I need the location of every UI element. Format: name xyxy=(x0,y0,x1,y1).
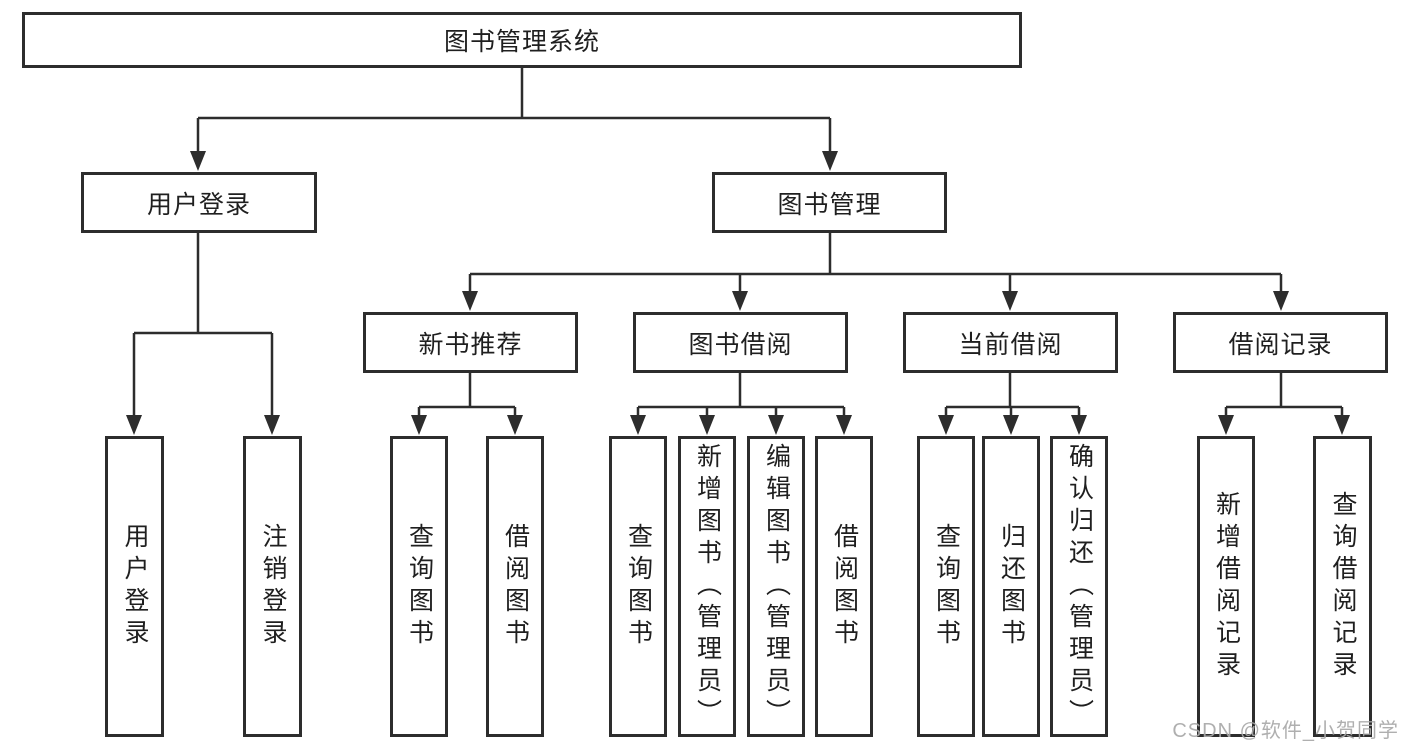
leaf-query-books-current: 查询图书 xyxy=(917,436,975,737)
node-borrowing-records: 借阅记录 xyxy=(1173,312,1388,373)
connector-trunks xyxy=(134,68,1342,409)
leaf-confirm-return-admin: 确认归还（管理员） xyxy=(1050,436,1108,737)
leaf-query-books-recommend: 查询图书 xyxy=(390,436,448,737)
leaf-add-books-admin: 新增图书（管理员） xyxy=(678,436,736,737)
node-current-borrowing: 当前借阅 xyxy=(903,312,1118,373)
leaf-add-borrow-record: 新增借阅记录 xyxy=(1197,436,1255,737)
node-book-borrowing: 图书借阅 xyxy=(633,312,848,373)
leaf-logout-login: 注销登录 xyxy=(243,436,302,737)
leaf-user-login: 用户登录 xyxy=(105,436,164,737)
watermark-text: CSDN @软件_小贺同学 xyxy=(1172,720,1399,742)
node-new-book-recommendation: 新书推荐 xyxy=(363,312,578,373)
leaf-borrow-books-recommend: 借阅图书 xyxy=(486,436,544,737)
node-user-login: 用户登录 xyxy=(81,172,317,233)
arrowheads xyxy=(126,118,1350,435)
leaf-borrow-books-borrowing: 借阅图书 xyxy=(815,436,873,737)
leaf-edit-books-admin: 编辑图书（管理员） xyxy=(747,436,805,737)
node-root: 图书管理系统 xyxy=(22,12,1022,68)
node-book-management: 图书管理 xyxy=(712,172,947,233)
leaf-query-borrow-record: 查询借阅记录 xyxy=(1313,436,1372,737)
leaf-query-books-borrowing: 查询图书 xyxy=(609,436,667,737)
leaf-return-books: 归还图书 xyxy=(982,436,1040,737)
